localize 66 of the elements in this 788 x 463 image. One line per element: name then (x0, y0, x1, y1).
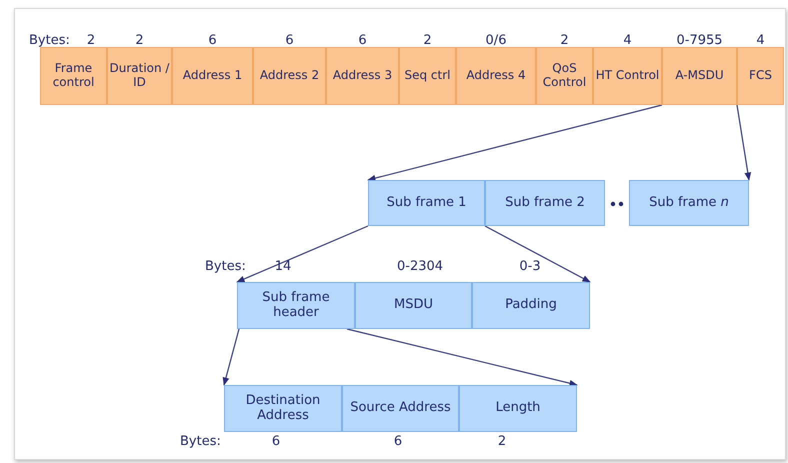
field-box (326, 47, 399, 105)
field-name: Sub frame 1 (386, 196, 466, 210)
field-name: Address 3 (332, 69, 392, 83)
field-name: Frame control (52, 62, 96, 90)
field-name: Length (496, 401, 540, 416)
bytes-label: Bytes: (29, 33, 70, 48)
field-name: Sub frame 2 (505, 196, 585, 210)
field-name: Source Address (350, 401, 451, 416)
arrow (367, 104, 662, 182)
field-name: Destination Address (244, 394, 322, 424)
field-name: HT Control (596, 69, 660, 83)
field-name: A-MSDU (675, 69, 724, 83)
byte-count: 6 (272, 434, 280, 449)
byte-count: 2 (498, 434, 506, 449)
arrow (736, 104, 752, 181)
field-box (485, 180, 605, 226)
field-name: Duration / ID (108, 62, 170, 90)
byte-count: 4 (756, 33, 765, 48)
byte-count: 6 (208, 33, 217, 48)
field-name: Address 4 (466, 69, 526, 83)
field-name: MSDU (394, 298, 433, 313)
arrow (346, 328, 578, 386)
byte-count: 6 (285, 33, 294, 48)
field-name: Sub frame n (649, 196, 729, 210)
field-box (536, 47, 593, 105)
field-box (662, 47, 737, 105)
field-box (253, 47, 326, 105)
field-box (342, 385, 459, 432)
field-box (459, 385, 577, 432)
field-name: Padding (505, 298, 557, 313)
byte-count: 6 (358, 33, 367, 48)
byte-count: 2 (86, 33, 96, 48)
byte-count: 14 (274, 259, 292, 274)
field-box (237, 282, 355, 329)
field-name: Sub frame header (261, 290, 331, 320)
field-box (224, 385, 342, 432)
field-box (40, 47, 107, 105)
field-name: Address 1 (182, 69, 242, 83)
field-box (456, 47, 536, 105)
byte-count: 0-7955 (676, 33, 723, 48)
arrow (484, 225, 591, 283)
byte-count: 0/6 (486, 33, 506, 48)
field-name: Seq ctrl (404, 69, 450, 83)
arrow (222, 328, 240, 386)
field-box (399, 47, 456, 105)
byte-count: 6 (394, 434, 402, 449)
bytes-label: Bytes: (180, 434, 221, 449)
field-name: QoS Control (542, 62, 588, 90)
bytes-label: Bytes: (205, 259, 246, 274)
field-box (107, 47, 172, 105)
field-box (737, 47, 784, 105)
field-box (629, 180, 749, 226)
byte-count: 0-3 (519, 259, 541, 274)
byte-count: 2 (135, 33, 144, 48)
field-name: Address 2 (260, 69, 320, 83)
byte-count: 2 (560, 33, 569, 48)
arrow (236, 225, 368, 283)
field-box (593, 47, 662, 105)
byte-count: 2 (423, 33, 432, 48)
field-name: FCS (749, 69, 772, 83)
field-box (172, 47, 253, 105)
field-box (472, 282, 590, 329)
byte-count: 4 (623, 33, 632, 48)
byte-count: 0-2304 (396, 259, 444, 274)
field-box (368, 180, 485, 226)
field-box (355, 282, 472, 329)
